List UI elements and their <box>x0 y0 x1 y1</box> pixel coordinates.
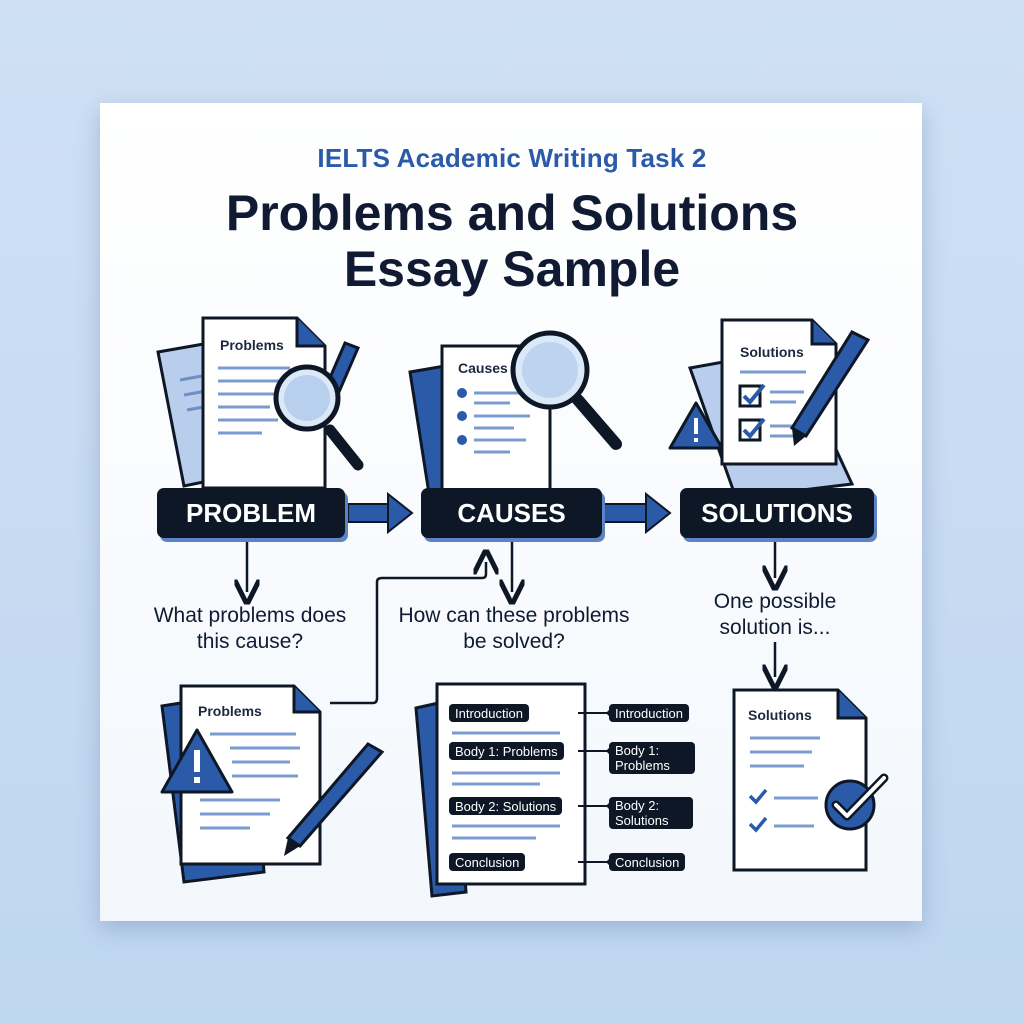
outline-right-body2: Body 2: Solutions <box>609 797 693 829</box>
outline-right-conclusion: Conclusion <box>609 853 686 871</box>
step-pill-solutions: SOLUTIONS <box>680 488 874 538</box>
warning-icon <box>160 728 234 794</box>
connector-arrow <box>330 562 486 705</box>
outline-tag-conclusion: Conclusion <box>449 853 526 871</box>
outline-tag-body1: Body 1: Problems <box>449 742 564 760</box>
bottom-doc-label-solutions: Solutions <box>748 707 812 723</box>
outline-tag-body2: Body 2: Solutions <box>449 797 563 815</box>
page-title-line2: Essay Sample <box>343 241 681 297</box>
question-problem: What problems does this cause? <box>153 604 347 653</box>
step-pill-problem: PROBLEM <box>157 488 345 538</box>
doc-label-causes: Causes <box>458 360 508 376</box>
question-solutions: One possible solution is... <box>713 590 837 639</box>
arrow-right-icon <box>603 491 672 535</box>
problems-document-icon <box>156 316 327 490</box>
page-title-line1: Problems and Solutions <box>225 185 799 241</box>
magnifier-icon <box>273 364 364 471</box>
outline-tag-introduction: Introduction <box>449 704 529 722</box>
page-subtitle: IELTS Academic Writing Task 2 <box>317 143 707 173</box>
arrow-right-icon <box>347 491 414 535</box>
solutions-document-icon <box>687 318 855 500</box>
doc-label-solutions: Solutions <box>740 344 804 360</box>
solutions-document-bottom-icon <box>732 688 868 872</box>
question-causes: How can these problems be solved? <box>398 604 630 653</box>
check-badge-icon <box>824 773 889 831</box>
pen-icon <box>284 742 385 856</box>
step-pill-causes: CAUSES <box>421 488 602 538</box>
warning-icon <box>668 401 724 450</box>
bottom-doc-label-problems: Problems <box>198 703 262 719</box>
pen-icon <box>789 330 871 446</box>
outline-right-body1: Body 1: Problems <box>609 742 695 774</box>
outline-right-introduction: Introduction <box>609 704 689 722</box>
magnifier-icon <box>510 330 622 450</box>
doc-label-problems: Problems <box>220 337 284 353</box>
